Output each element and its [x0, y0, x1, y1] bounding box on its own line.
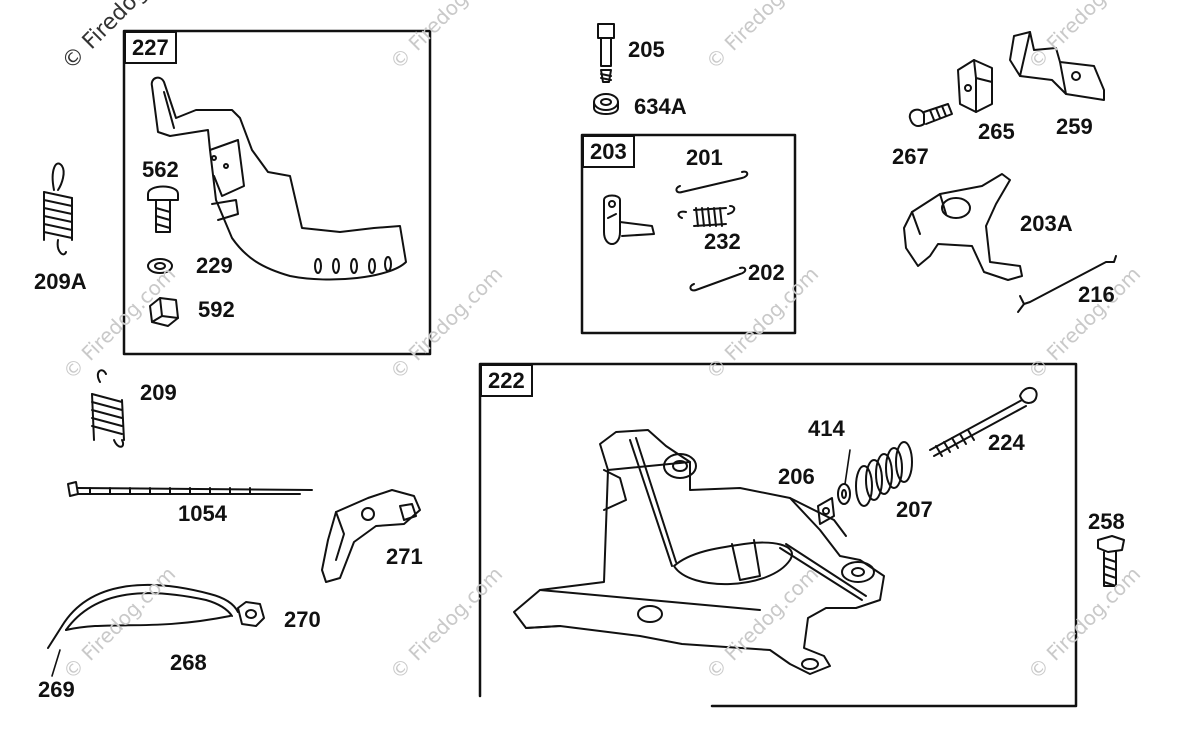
- bolt-224-drawing: [929, 387, 1038, 457]
- part-label-203a: 203A: [1020, 211, 1073, 236]
- part-label-562: 562: [142, 157, 179, 182]
- bolt-205-drawing: [597, 23, 615, 83]
- washer-206-drawing: [817, 497, 835, 525]
- group-label-222: 222: [480, 364, 533, 397]
- part-label-209a: 209A: [34, 269, 87, 294]
- group-label-203: 203: [582, 135, 635, 168]
- washer-229-drawing: [147, 258, 173, 274]
- part-label-268: 268: [170, 650, 207, 675]
- part-label-267: 267: [892, 144, 929, 169]
- part-label-271: 271: [386, 544, 423, 569]
- part-label-232: 232: [704, 229, 741, 254]
- part-label-414: 414: [808, 416, 845, 441]
- spring-232-drawing: [677, 205, 736, 227]
- part-label-201: 201: [686, 145, 723, 170]
- part-label-207: 207: [896, 497, 933, 522]
- part-label-270: 270: [284, 607, 321, 632]
- governor-lever-drawing: [150, 76, 407, 281]
- cable-tie-1054-drawing: [67, 481, 313, 497]
- part-label-269: 269: [38, 677, 75, 702]
- lever-271-drawing: [321, 489, 421, 583]
- part-label-259: 259: [1056, 114, 1093, 139]
- rod-216-drawing: [1017, 255, 1117, 313]
- part-label-258: 258: [1088, 509, 1125, 534]
- part-label-634a: 634A: [634, 94, 687, 119]
- spring-207-drawing: [855, 441, 913, 507]
- plate-203a-drawing: [903, 173, 1023, 281]
- bolt-258-drawing: [1097, 535, 1125, 587]
- group-227-frame: [122, 29, 432, 356]
- part-label-1054: 1054: [178, 501, 227, 526]
- control-bracket-222-drawing: [513, 429, 885, 675]
- part-label-229: 229: [196, 253, 233, 278]
- washer-414-drawing: [837, 483, 851, 505]
- spring-209-drawing: [91, 369, 125, 448]
- part-label-216: 216: [1078, 282, 1115, 307]
- part-label-202: 202: [748, 260, 785, 285]
- washer-634a-drawing: [593, 93, 619, 115]
- part-label-209: 209: [140, 380, 177, 405]
- part-label-205: 205: [628, 37, 665, 62]
- group-label-227: 227: [124, 31, 177, 64]
- part-label-206: 206: [778, 464, 815, 489]
- nut-270-drawing: [237, 601, 265, 627]
- leader-lines: [51, 449, 851, 677]
- part-label-592: 592: [198, 297, 235, 322]
- part-label-265: 265: [978, 119, 1015, 144]
- clip-265-drawing: [957, 59, 993, 113]
- part-label-224: 224: [988, 430, 1025, 455]
- nut-592-drawing: [149, 297, 179, 327]
- bracket-259-drawing: [1009, 31, 1105, 101]
- cable-268-drawing: [47, 583, 239, 649]
- screw-562-drawing: [147, 185, 179, 233]
- group-222-frame: [478, 362, 1078, 708]
- screw-267-drawing: [908, 103, 953, 127]
- group-203-frame: [580, 133, 797, 335]
- spring-209a-drawing: [43, 162, 73, 256]
- link-202-drawing: [689, 266, 747, 292]
- link-201-drawing: [675, 170, 749, 194]
- governor-shaft-drawing: [603, 194, 655, 245]
